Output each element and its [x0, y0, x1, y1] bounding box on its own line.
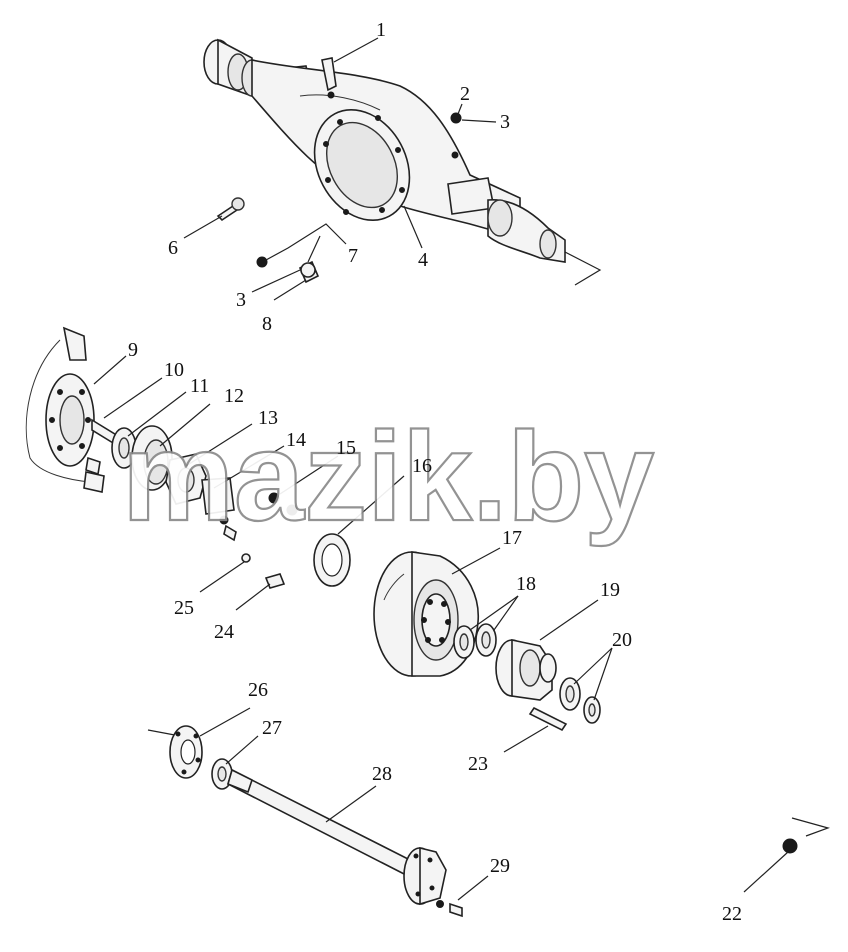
lock-plate-14 [201, 477, 237, 542]
bearing-ring-12 [131, 425, 173, 491]
leader-lines [93, 37, 789, 901]
nut-2 [450, 112, 462, 124]
callout-19: 19 [600, 579, 620, 601]
callout-9: 9 [128, 339, 138, 361]
callout-2: 2 [460, 83, 470, 105]
callout-25: 25 [174, 597, 194, 619]
callout-3a: 3 [500, 111, 510, 133]
bolt-15 [268, 492, 298, 516]
callout-3b: 3 [236, 289, 246, 311]
callout-24: 24 [214, 621, 234, 643]
bolt-29 [436, 900, 463, 918]
stud-23 [528, 706, 568, 732]
callout-1: 1 [376, 19, 386, 41]
fitting-24 [264, 573, 286, 589]
callout-29: 29 [490, 855, 510, 877]
callout-17: 17 [502, 527, 522, 549]
wheel-hub-19 [495, 639, 557, 701]
callout-6: 6 [168, 237, 178, 259]
callout-26: 26 [248, 679, 268, 701]
callout-11: 11 [190, 375, 209, 397]
callout-20: 20 [612, 629, 632, 651]
callout-27: 27 [262, 717, 282, 739]
callout-8: 8 [262, 313, 272, 335]
breather-plug [321, 57, 337, 99]
callout-18: 18 [516, 573, 536, 595]
brake-backing-plate [25, 326, 105, 493]
callout-7: 7 [348, 245, 358, 267]
bolt-6 [216, 197, 245, 222]
callout-22: 22 [722, 903, 742, 925]
callout-23: 23 [468, 753, 488, 775]
bearings-18 [453, 623, 497, 659]
callout-10: 10 [164, 359, 184, 381]
fasteners-3-8 [256, 256, 320, 284]
shaft-flange-26 [147, 725, 203, 779]
axle-housing [203, 38, 602, 286]
bearings-20 [559, 677, 601, 724]
axle-shaft-28 [227, 768, 447, 906]
callout-13: 13 [258, 407, 278, 429]
callout-labels: 1 2 3 3 4 6 7 8 9 10 11 12 13 14 15 16 1… [128, 19, 742, 925]
fitting-25 [241, 553, 251, 563]
callout-12: 12 [224, 385, 244, 407]
callout-28: 28 [372, 763, 392, 785]
callout-4: 4 [418, 249, 428, 271]
callout-15: 15 [336, 437, 356, 459]
part-22 [782, 817, 830, 854]
callout-14: 14 [286, 429, 306, 451]
shaft-bearing-27 [211, 758, 233, 790]
callout-16: 16 [412, 455, 432, 477]
watermark-text: mazik.by [122, 406, 654, 547]
washer-16 [313, 533, 351, 587]
nut-13 [165, 453, 207, 505]
